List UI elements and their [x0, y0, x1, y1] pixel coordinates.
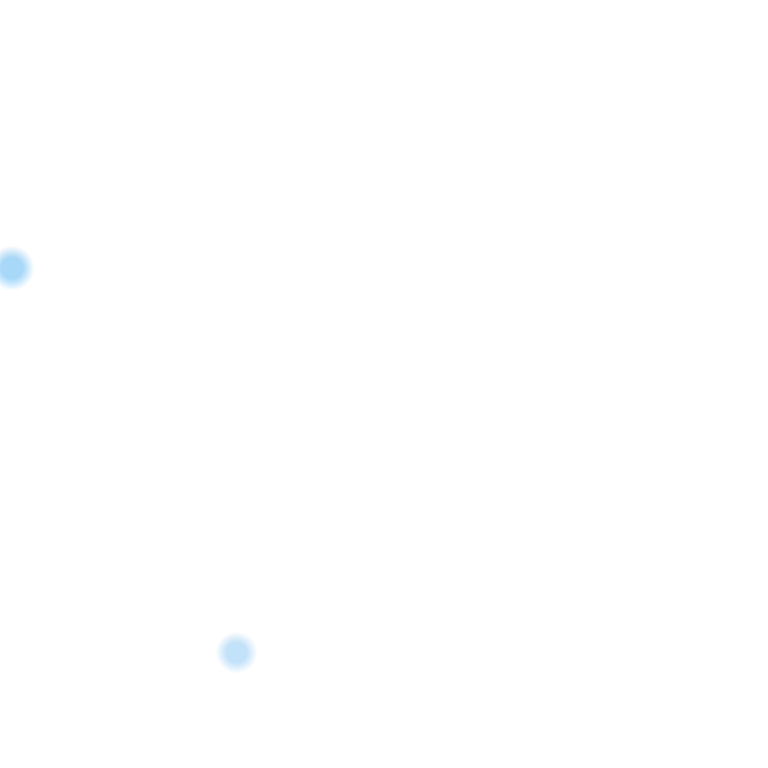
- glow-dot-bottom: [216, 632, 257, 673]
- glow-dot-left: [0, 246, 34, 290]
